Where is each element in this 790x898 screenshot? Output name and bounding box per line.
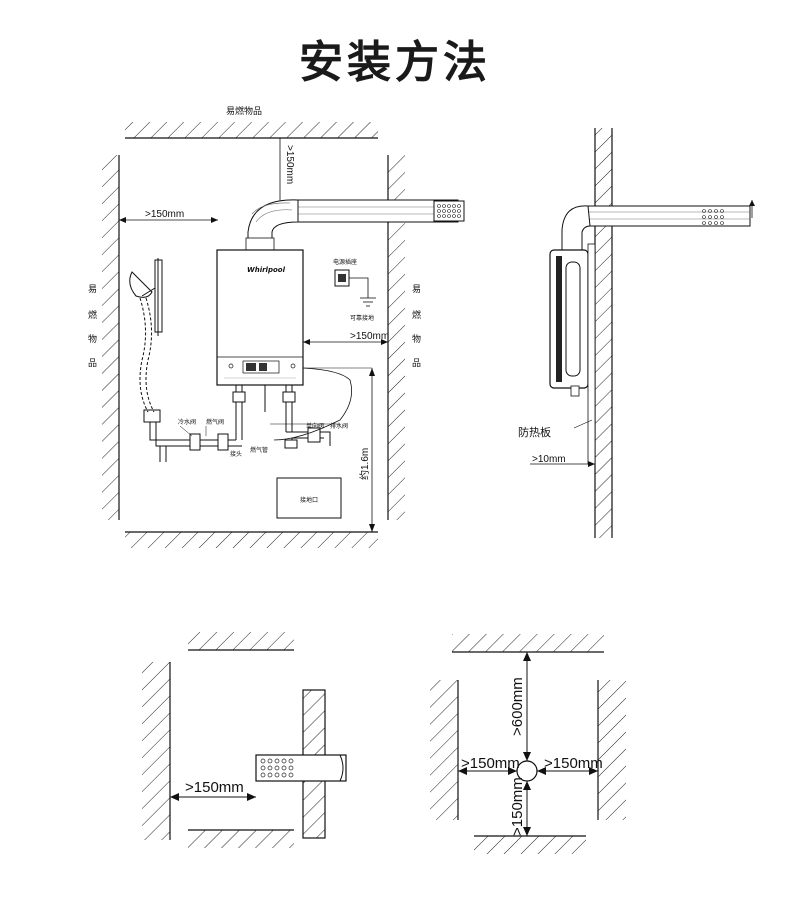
right-wall-label: 易 燃 物 品 bbox=[412, 284, 421, 369]
svg-text:燃: 燃 bbox=[412, 309, 421, 321]
dim-top-label: >150mm bbox=[284, 145, 295, 184]
water-heater: Whirlpool bbox=[216, 249, 304, 386]
svg-text:燃: 燃 bbox=[88, 309, 97, 321]
svg-text:物: 物 bbox=[88, 333, 97, 345]
bottom-left-view: >150mm bbox=[142, 632, 347, 848]
shower bbox=[129, 258, 163, 413]
dim-left-label: >150mm bbox=[145, 209, 184, 220]
svg-text:可靠接地: 可靠接地 bbox=[350, 314, 374, 322]
svg-text:品: 品 bbox=[412, 358, 421, 369]
svg-text:冷水阀: 冷水阀 bbox=[178, 418, 196, 426]
svg-text:单向阀: 单向阀 bbox=[306, 422, 324, 430]
flue-pipe bbox=[245, 199, 465, 253]
part-labels: 冷水阀 燃气阀 燃气管 接头 单向阀 排水阀 bbox=[178, 418, 348, 458]
outlet-box bbox=[276, 477, 342, 519]
svg-text:接头: 接头 bbox=[230, 450, 242, 458]
side-heater bbox=[549, 243, 596, 465]
svg-text:排水阀: 排水阀 bbox=[330, 422, 348, 430]
dim-height-label: 约1.6m bbox=[358, 448, 371, 480]
svg-text:燃气阀: 燃气阀 bbox=[206, 418, 224, 426]
top-wall-label: 易燃物品 bbox=[226, 105, 262, 117]
svg-text:品: 品 bbox=[88, 358, 97, 369]
side-wall bbox=[594, 128, 613, 538]
side-flue bbox=[561, 200, 755, 251]
br-dim-right-label: >150mm bbox=[544, 755, 603, 772]
side-gap-label: >10mm bbox=[532, 454, 566, 465]
bl-dim-label: >150mm bbox=[185, 779, 244, 796]
svg-text:电源插座: 电源插座 bbox=[333, 258, 357, 266]
svg-text:易: 易 bbox=[88, 284, 97, 295]
floor bbox=[125, 531, 378, 548]
bl-flue bbox=[255, 754, 347, 782]
br-dim-top-label: >600mm bbox=[509, 677, 526, 736]
power-socket: 电源插座 可靠接地 bbox=[333, 258, 376, 322]
outlet-label: 接地口 bbox=[300, 496, 318, 504]
brand-logo: Whirlpool bbox=[247, 266, 286, 274]
svg-text:易: 易 bbox=[412, 284, 421, 295]
br-dim-left-label: >150mm bbox=[461, 755, 520, 772]
left-wall bbox=[102, 155, 120, 520]
br-dim-bottom-label: >150mm bbox=[509, 777, 526, 836]
page-title: 安装方法 bbox=[299, 37, 491, 88]
dim-right-label: >150mm bbox=[350, 331, 389, 342]
svg-text:燃气管: 燃气管 bbox=[250, 446, 268, 454]
side-view: 防热板 >10mm bbox=[518, 128, 755, 538]
top-wall bbox=[125, 122, 378, 139]
svg-text:物: 物 bbox=[412, 333, 421, 345]
bottom-right-view: >600mm >150mm >150mm >150mm bbox=[430, 634, 626, 854]
left-wall-label: 易 燃 物 品 bbox=[88, 284, 97, 369]
heat-board-label: 防热板 bbox=[518, 425, 551, 439]
pipes bbox=[143, 367, 353, 462]
front-view: 易燃物品 易 燃 物 品 易 燃 物 品 >1 bbox=[88, 105, 465, 548]
